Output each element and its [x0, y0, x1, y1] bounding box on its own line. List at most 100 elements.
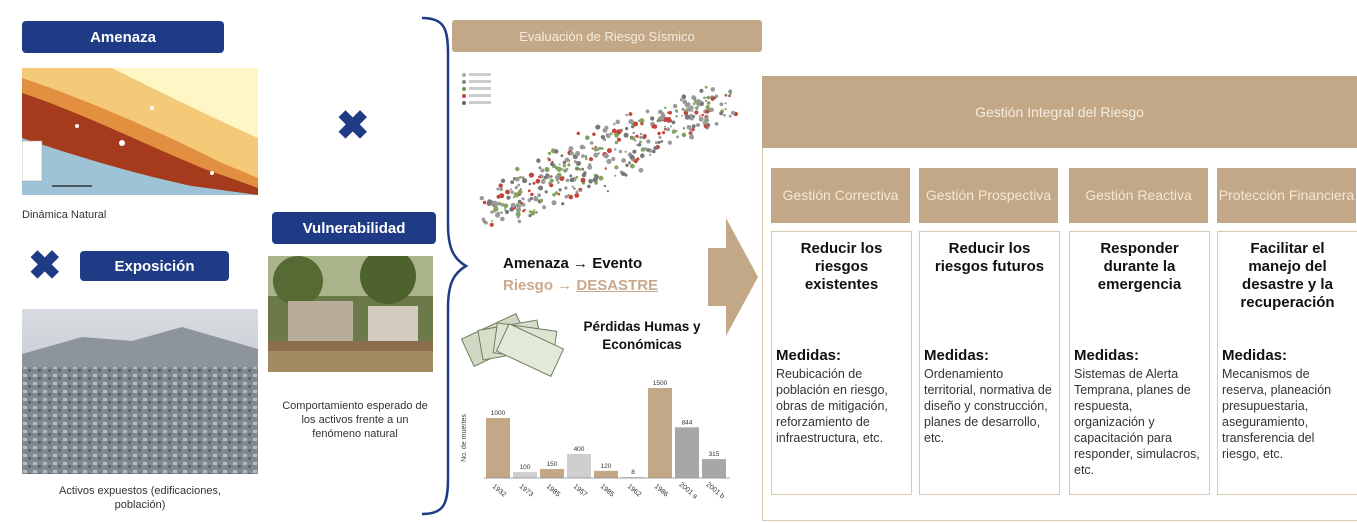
map-dot [564, 194, 569, 199]
map-dot [691, 124, 696, 129]
map-dot [569, 151, 574, 156]
map-dot [688, 126, 691, 130]
map-dot [496, 211, 501, 216]
map-dot [728, 94, 731, 98]
map-dot [679, 98, 683, 102]
map-dot [547, 151, 552, 155]
bar [540, 469, 564, 478]
map-dot [675, 115, 678, 118]
map-dot [630, 163, 635, 169]
map-dot [659, 115, 665, 121]
map-dot [598, 175, 604, 181]
map-dot [500, 211, 503, 214]
perdidas-title: Pérdidas Humas y Económicas [583, 319, 701, 352]
exposicion-label: Exposición [80, 251, 229, 281]
map-dot [628, 161, 631, 165]
map-dot [614, 140, 619, 145]
map-dot [672, 103, 678, 109]
bar [648, 388, 672, 478]
map-dot [723, 113, 726, 117]
map-dot [589, 141, 594, 145]
map-dot [614, 165, 619, 170]
column-prospectiva: Reducir los riesgos futuros Medidas: Ord… [919, 231, 1060, 495]
map-dot [623, 132, 629, 138]
map-dot [519, 188, 522, 190]
map-dot [671, 120, 676, 125]
seismic-scatter-map [456, 65, 741, 235]
map-dot [580, 177, 586, 183]
bar [621, 477, 645, 478]
map-dot [515, 166, 520, 172]
map-dot [729, 92, 732, 95]
map-dot [730, 110, 736, 115]
map-dot [633, 159, 638, 164]
map-dot [603, 153, 609, 159]
map-dot [498, 183, 503, 188]
map-dot [528, 172, 534, 178]
medidas-text: Reubicación de población en riesgo, obra… [776, 367, 888, 445]
map-dot [710, 96, 715, 101]
map-dot [567, 163, 571, 167]
map-dot [696, 123, 700, 127]
bar [675, 427, 699, 478]
map-dot [601, 147, 604, 150]
map-dot [510, 190, 514, 194]
map-dot [560, 154, 564, 158]
map-dot [705, 116, 709, 120]
map-dot [628, 112, 633, 116]
x-tick-label: 1962 [626, 483, 643, 498]
map-dot [654, 141, 658, 145]
multiply-icon: ✖ [28, 244, 62, 288]
map-dot [724, 102, 727, 105]
map-dot [595, 124, 601, 130]
map-dot [545, 173, 549, 177]
map-dot [714, 122, 719, 126]
map-dot [544, 167, 550, 172]
map-dot [631, 136, 636, 141]
map-dot [695, 106, 699, 110]
map-dot [625, 113, 629, 117]
map-dot [635, 134, 639, 138]
amenaza-label: Amenaza [22, 21, 224, 53]
map-dot [518, 176, 522, 179]
map-dot [535, 210, 538, 214]
map-dot [691, 109, 694, 112]
map-dot [645, 109, 650, 114]
column-correctiva: Reducir los riesgos existentes Medidas: … [771, 231, 912, 495]
map-dot [689, 134, 695, 140]
map-dot [688, 131, 692, 135]
map-dot [657, 131, 661, 136]
map-dot [728, 114, 732, 118]
x-tick-label: 1957 [572, 483, 589, 498]
map-dot [692, 115, 696, 118]
map-dot [698, 115, 701, 118]
map-dot [557, 181, 560, 184]
map-dot [728, 89, 733, 94]
map-dot [544, 190, 548, 194]
map-dot [597, 152, 600, 155]
map-dot [689, 128, 693, 132]
map-dot [652, 124, 658, 129]
map-dot [625, 126, 628, 130]
map-dot [549, 178, 554, 183]
map-dot [689, 113, 694, 119]
x-tick-label: 2001 b [705, 481, 726, 500]
map-dot [632, 149, 637, 154]
map-dot [639, 118, 645, 124]
map-dot [506, 195, 511, 200]
column-title: Reducir los riesgos futuros [934, 240, 1045, 275]
map-dot [705, 99, 707, 102]
map-dot [500, 216, 505, 222]
riesgo-prefix: Riesgo → [503, 277, 577, 294]
map-dot [510, 202, 516, 208]
map-dot [585, 135, 590, 140]
col-head-reactiva: Gestión Reactiva [1069, 168, 1208, 223]
map-dot [616, 129, 622, 135]
map-dot [538, 175, 541, 179]
map-dot [634, 139, 637, 142]
evaluacion-title: Evaluación de Riesgo Sísmico [452, 20, 762, 52]
map-dot [517, 199, 522, 204]
map-dot [528, 214, 532, 218]
desastre-text: DESASTRE [576, 277, 659, 294]
map-dot [581, 154, 585, 158]
